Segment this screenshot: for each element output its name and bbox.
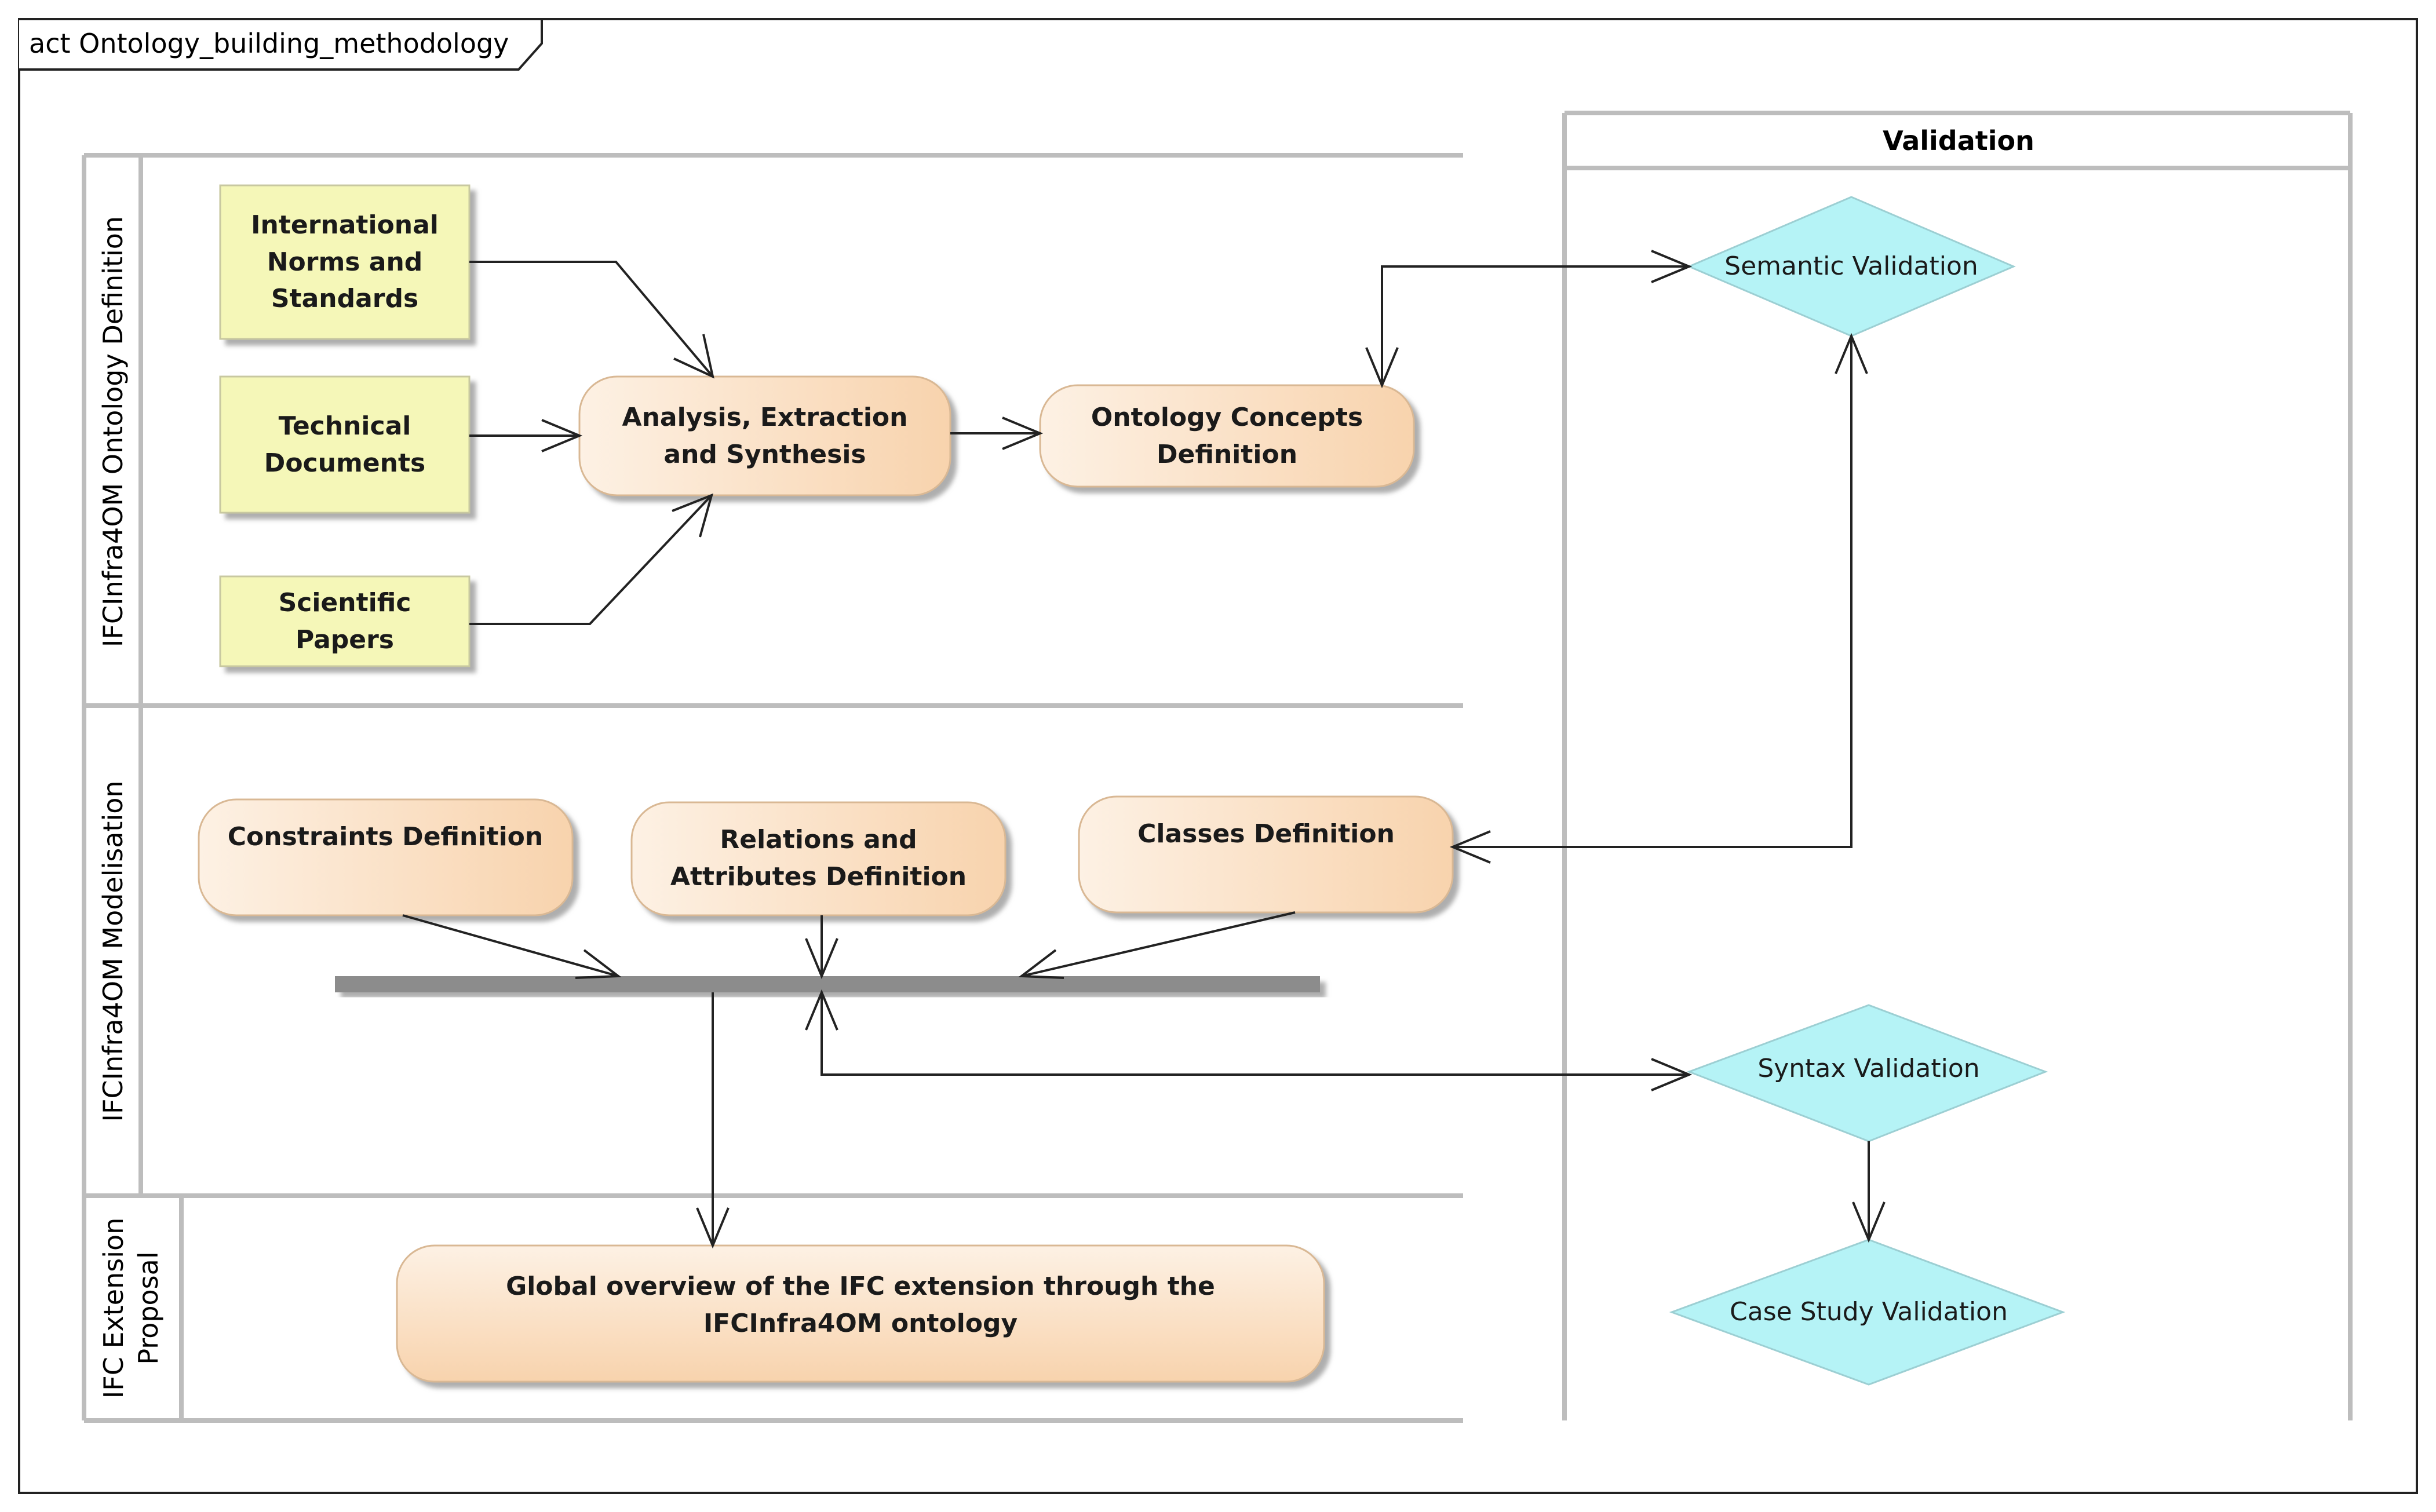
arrowhead-to-classes bbox=[1449, 830, 1491, 864]
activity-concepts-box[interactable] bbox=[1039, 384, 1415, 488]
arrowhead-to-semantic bbox=[1651, 250, 1693, 283]
arrowhead-to-bar bbox=[805, 989, 838, 1031]
lane-label-modelisation: IFCInfra4OM Modelisation bbox=[97, 780, 129, 1122]
arrowhead-syntax-casestudy bbox=[1852, 1201, 1886, 1243]
edge-norms-analysis bbox=[469, 261, 714, 378]
validation-partition bbox=[1562, 111, 2353, 1420]
arrowhead-relations-bar bbox=[805, 938, 838, 980]
edge-classes-bar bbox=[1021, 911, 1296, 977]
activity-classes-label: Classes Definition bbox=[1137, 819, 1395, 849]
activity-overview-box[interactable] bbox=[396, 1244, 1325, 1383]
decision-semantic-diamond[interactable] bbox=[1687, 196, 2016, 337]
arrowhead-papers-analysis bbox=[672, 493, 714, 538]
arrowhead-to-syntax bbox=[1651, 1058, 1693, 1091]
lane-label-ontology-definition: IFCInfra4OM Ontology Definition bbox=[97, 216, 129, 648]
arrowhead-constraints-bar bbox=[575, 949, 622, 979]
input-papers-label: Scientific Papers bbox=[278, 587, 411, 655]
input-norms-label: International Norms and Standards bbox=[251, 210, 439, 314]
activity-relations-label: Relations and Attributes Definition bbox=[670, 825, 967, 892]
decision-syntax-diamond[interactable] bbox=[1686, 1004, 2048, 1142]
join-bar bbox=[335, 976, 1320, 992]
arrowhead-norms-analysis bbox=[673, 334, 714, 379]
arrowhead-to-semantic-bottom bbox=[1835, 333, 1868, 374]
activity-relations-box[interactable] bbox=[630, 801, 1007, 916]
input-papers-box[interactable] bbox=[219, 575, 471, 667]
activity-constraints-box[interactable] bbox=[198, 798, 574, 916]
activity-overview-label: Global overview of the IFC extension thr… bbox=[506, 1271, 1215, 1338]
edge-classes-semantic bbox=[1453, 336, 1852, 848]
edge-constraints-bar bbox=[402, 914, 619, 977]
arrowhead-to-concepts bbox=[1365, 347, 1399, 389]
validation-title: Validation bbox=[1883, 125, 2034, 156]
decision-syntax-label: Syntax Validation bbox=[1757, 1054, 1980, 1084]
activity-classes-box[interactable] bbox=[1078, 795, 1454, 914]
input-technical-box[interactable] bbox=[219, 375, 471, 514]
edge-semantic-concepts bbox=[1381, 265, 1689, 385]
decision-case-study-label: Case Study Validation bbox=[1730, 1297, 2008, 1327]
connectors bbox=[402, 250, 1886, 1249]
edge-bar-syntax bbox=[820, 992, 1689, 1076]
frame-title-tab bbox=[19, 18, 543, 71]
arrowhead-classes-bar bbox=[1018, 949, 1064, 979]
activity-concepts-label: Ontology Concepts Definition bbox=[1091, 402, 1363, 469]
diagram-frame bbox=[18, 18, 2418, 1494]
decision-semantic-label: Semantic Validation bbox=[1724, 251, 1978, 282]
frame-title: act Ontology_building_methodology bbox=[29, 28, 509, 59]
arrowhead-technical-analysis bbox=[541, 419, 583, 452]
activity-analysis-label: Analysis, Extraction and Synthesis bbox=[622, 402, 908, 469]
decision-case-study-diamond[interactable] bbox=[1669, 1239, 2066, 1386]
edge-papers-analysis bbox=[469, 494, 713, 625]
activity-constraints-label: Constraints Definition bbox=[227, 822, 544, 852]
arrowhead-analysis-concepts bbox=[1002, 417, 1044, 450]
input-technical-label: Technical Documents bbox=[264, 411, 426, 478]
arrowhead-bar-overview bbox=[696, 1207, 730, 1249]
swimlane-group bbox=[82, 153, 1463, 1423]
input-norms-box[interactable] bbox=[219, 184, 471, 340]
lane-label-extension-proposal: IFC Extension Proposal bbox=[98, 1217, 164, 1399]
